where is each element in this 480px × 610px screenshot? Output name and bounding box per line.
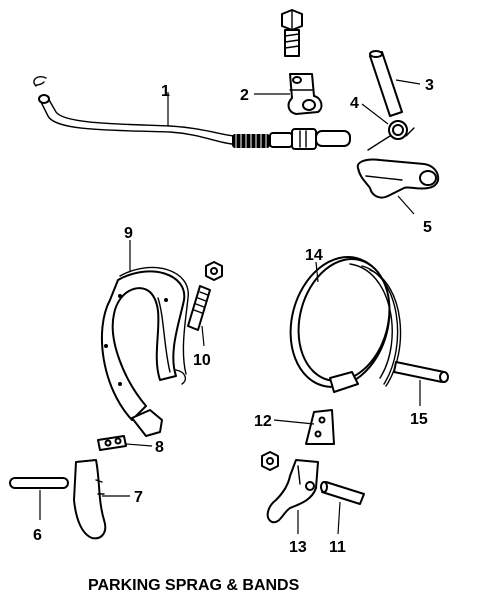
- callout-5: 5: [423, 219, 432, 236]
- actuator-rod: [33, 76, 351, 150]
- rod-spring: [232, 134, 270, 148]
- pin-15: [393, 361, 449, 383]
- callout-9: 9: [124, 225, 133, 242]
- callout-10: 10: [193, 352, 211, 369]
- lever-nut: [261, 451, 279, 471]
- callout-1: 1: [161, 83, 170, 100]
- callout-13: 13: [289, 539, 307, 556]
- callout-11: 11: [329, 539, 346, 556]
- pin-3: [369, 50, 403, 117]
- callout-4: 4: [350, 95, 359, 112]
- callout-3: 3: [425, 77, 434, 94]
- anchor-block-7: [73, 459, 107, 540]
- parking-pawl: [356, 158, 439, 199]
- pin-11: [320, 481, 365, 505]
- callout-2: 2: [240, 87, 249, 104]
- callout-15: 15: [410, 411, 428, 428]
- torsion-spring: [367, 120, 415, 151]
- leader-lines: [39, 79, 421, 535]
- retaining-bolt: [281, 9, 303, 57]
- servo-lever-13: [266, 459, 319, 524]
- callout-14: 14: [305, 247, 323, 264]
- strut-plate-12: [305, 409, 335, 445]
- callout-7: 7: [134, 489, 143, 506]
- adjuster-screw: [187, 261, 223, 331]
- callout-12: 12: [254, 413, 272, 430]
- rod-bracket: [287, 73, 323, 115]
- band-9: [100, 266, 189, 437]
- callout-8: 8: [155, 439, 164, 456]
- callout-6: 6: [33, 527, 42, 544]
- diagram-caption: PARKING SPRAG & BANDS: [88, 577, 300, 594]
- pin-6: [9, 477, 69, 489]
- band-14: [289, 256, 402, 393]
- band-strut-8: [97, 435, 127, 451]
